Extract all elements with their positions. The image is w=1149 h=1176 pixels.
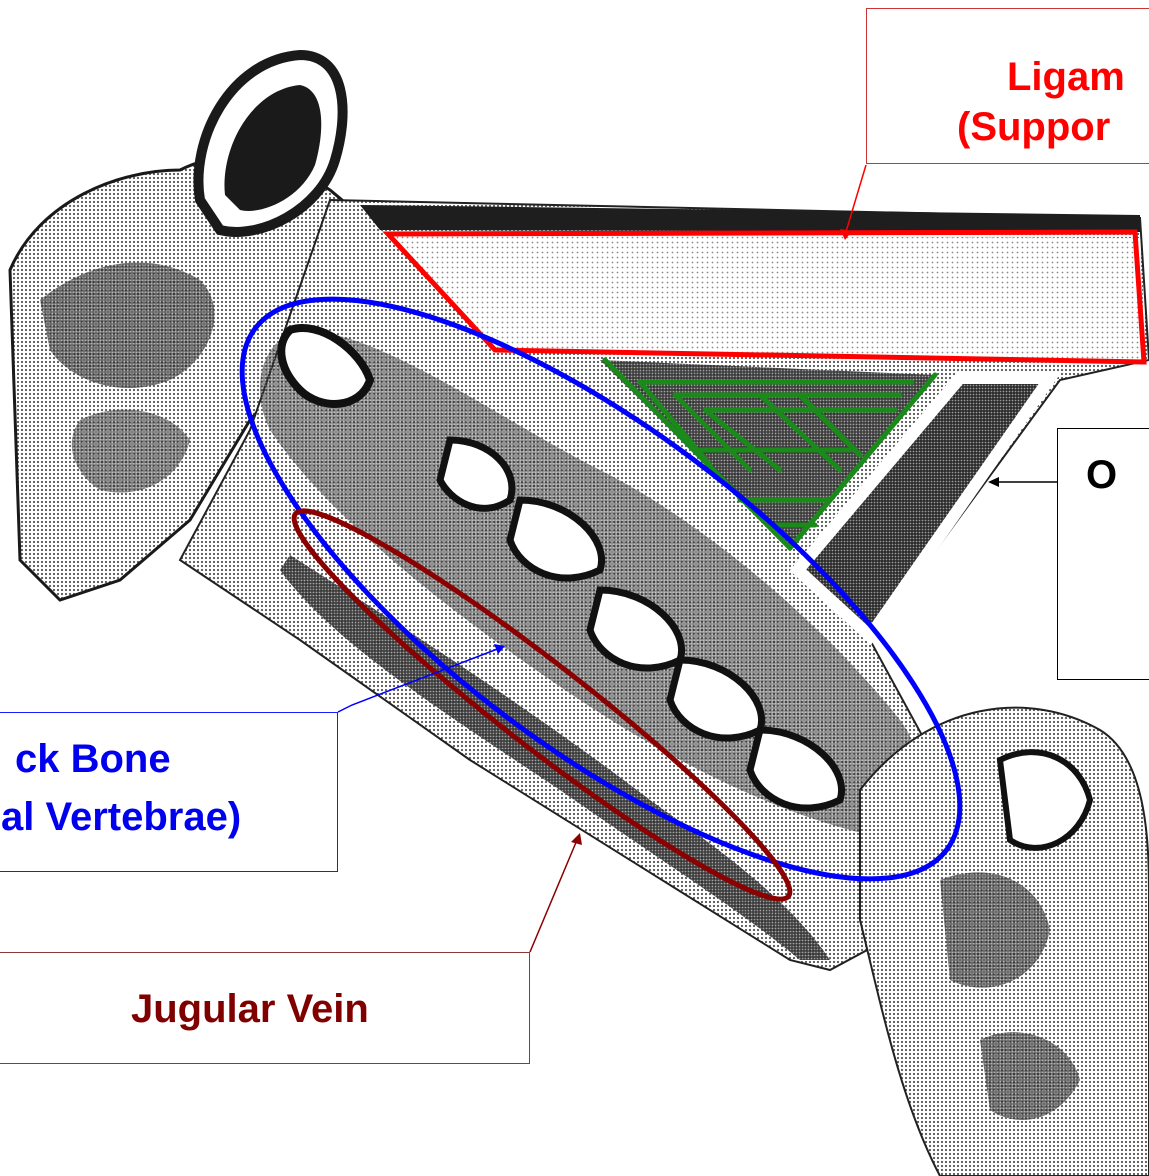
jugular-vein-label: Jugular Vein bbox=[131, 987, 369, 1032]
neck-bone-label-line1: ck Bone bbox=[15, 735, 171, 783]
jugular-vein-callout-box: Jugular Vein bbox=[0, 952, 530, 1064]
ligament-label-line2: (Suppor bbox=[957, 103, 1110, 151]
ligament-label-line1: Ligam bbox=[1007, 53, 1125, 101]
other-label-line1: O bbox=[1086, 453, 1117, 498]
neck-bone-callout-box: ck Bone al Vertebrae) bbox=[0, 712, 338, 872]
other-callout-box: O bbox=[1057, 428, 1149, 680]
ligament-callout-box: Ligam (Suppor bbox=[866, 8, 1149, 164]
neck-bone-label-line2: al Vertebrae) bbox=[1, 793, 241, 841]
